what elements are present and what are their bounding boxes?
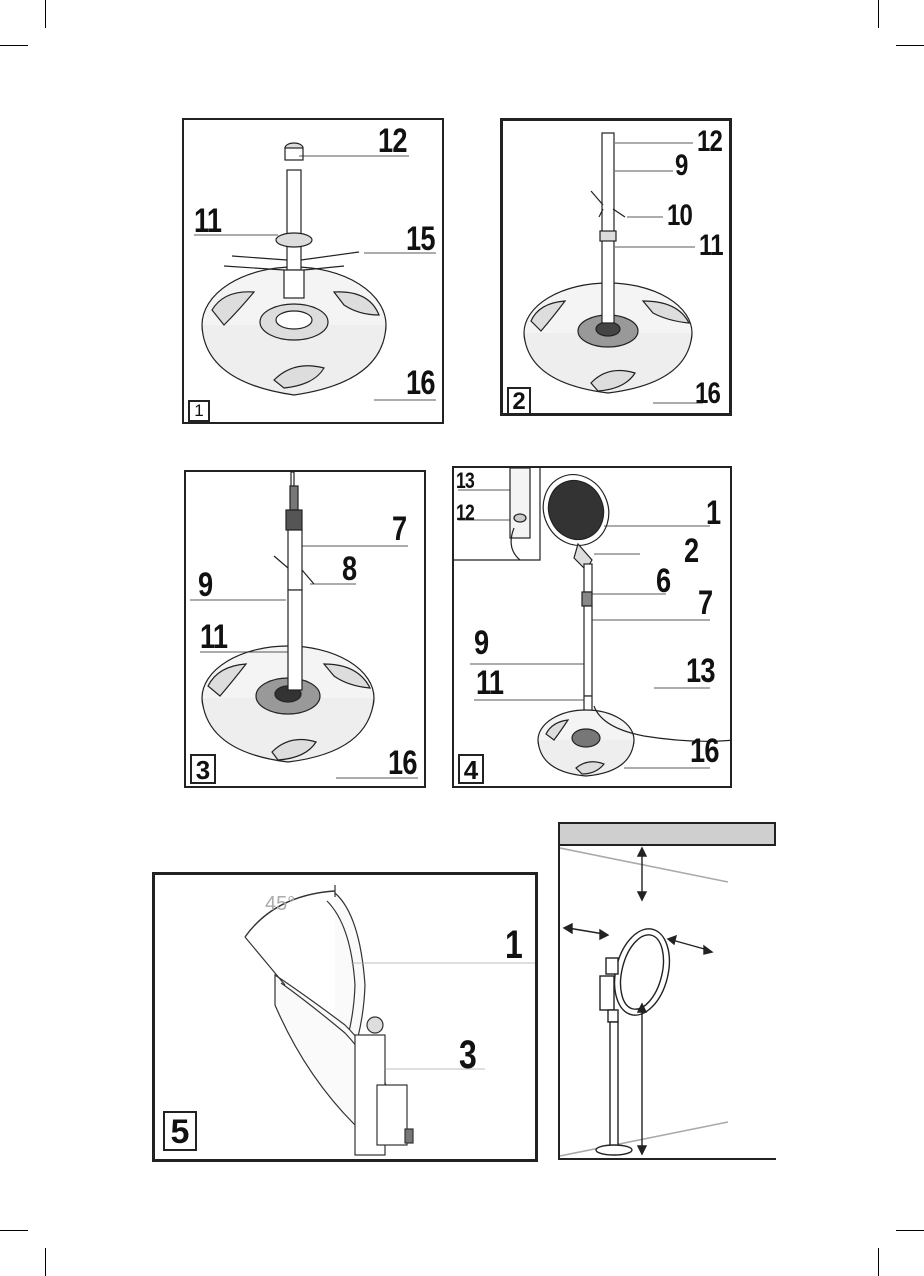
- figure-2-callout-9: 9: [675, 151, 688, 181]
- figure-3-callout-16: 16: [388, 746, 417, 780]
- figure-2-callout-16: 16: [695, 379, 720, 409]
- crop-mark-top-left-h: [0, 45, 28, 46]
- figure-2-step-number: 2: [507, 387, 531, 415]
- figure-2-callout-10: 10: [667, 201, 692, 231]
- figure-4-callout-13: 13: [686, 654, 715, 688]
- figure-3-step-number: 3: [190, 754, 216, 784]
- figure-5-callout-3: 3: [459, 1035, 476, 1075]
- crop-mark-top-right-h: [896, 45, 924, 46]
- figure-4-callout-9: 9: [474, 626, 488, 660]
- figure-1-callout-12: 12: [378, 124, 407, 158]
- crop-mark-bottom-right-v: [878, 1248, 879, 1276]
- crop-mark-bottom-right-h: [896, 1230, 924, 1231]
- figure-5-drawing: [155, 875, 538, 1162]
- clearance-diagram-drawing: [560, 846, 776, 1160]
- figure-4-callout-6: 6: [656, 564, 670, 598]
- figure-4-callout-1: 1: [706, 496, 720, 530]
- crop-mark-top-right-v: [878, 0, 879, 28]
- figure-1-step-number: 1: [188, 400, 210, 422]
- clearance-header-bar: [558, 822, 776, 846]
- figure-5-step-number: 5: [163, 1111, 197, 1151]
- figure-4-step-number: 4: [458, 754, 484, 784]
- crop-mark-top-left-v: [45, 0, 46, 28]
- figure-3-panel: 7 8 9 11 16 3: [184, 470, 426, 788]
- figure-1-callout-15: 15: [406, 222, 435, 256]
- clearance-diagram-panel: [558, 846, 776, 1160]
- figure-4-callout-16: 16: [690, 734, 719, 768]
- figure-3-callout-8: 8: [342, 552, 356, 586]
- figure-1-callout-16: 16: [406, 366, 435, 400]
- figure-4-callout-7: 7: [698, 586, 712, 620]
- figure-4-callout-2: 2: [684, 534, 698, 568]
- figure-3-callout-7: 7: [392, 512, 406, 546]
- figure-4-callout-12-inset: 12: [456, 502, 474, 524]
- figure-2-drawing: [503, 121, 732, 416]
- figure-2-panel: 12 9 10 11 16 2: [500, 118, 732, 416]
- crop-mark-bottom-left-v: [45, 1248, 46, 1276]
- figure-5-angle-label: 45°: [265, 893, 295, 916]
- figure-3-callout-9: 9: [198, 568, 212, 602]
- crop-mark-bottom-left-h: [0, 1230, 28, 1231]
- figure-4-panel: 13 12 1 2 6 7 9 13 11 16 4: [452, 466, 732, 788]
- figure-1-panel: 12 11 15 16 1: [182, 118, 444, 424]
- figure-4-callout-11: 11: [476, 666, 503, 700]
- figure-5-panel: 45° 1 3 5: [152, 872, 538, 1162]
- figure-3-callout-11: 11: [200, 620, 227, 654]
- figure-2-callout-12: 12: [697, 127, 722, 157]
- figure-2-callout-11: 11: [699, 231, 723, 261]
- figure-1-drawing: [184, 120, 444, 424]
- figure-5-callout-1: 1: [505, 925, 522, 965]
- figure-4-callout-13-inset: 13: [456, 470, 474, 492]
- figure-1-callout-11: 11: [194, 204, 221, 238]
